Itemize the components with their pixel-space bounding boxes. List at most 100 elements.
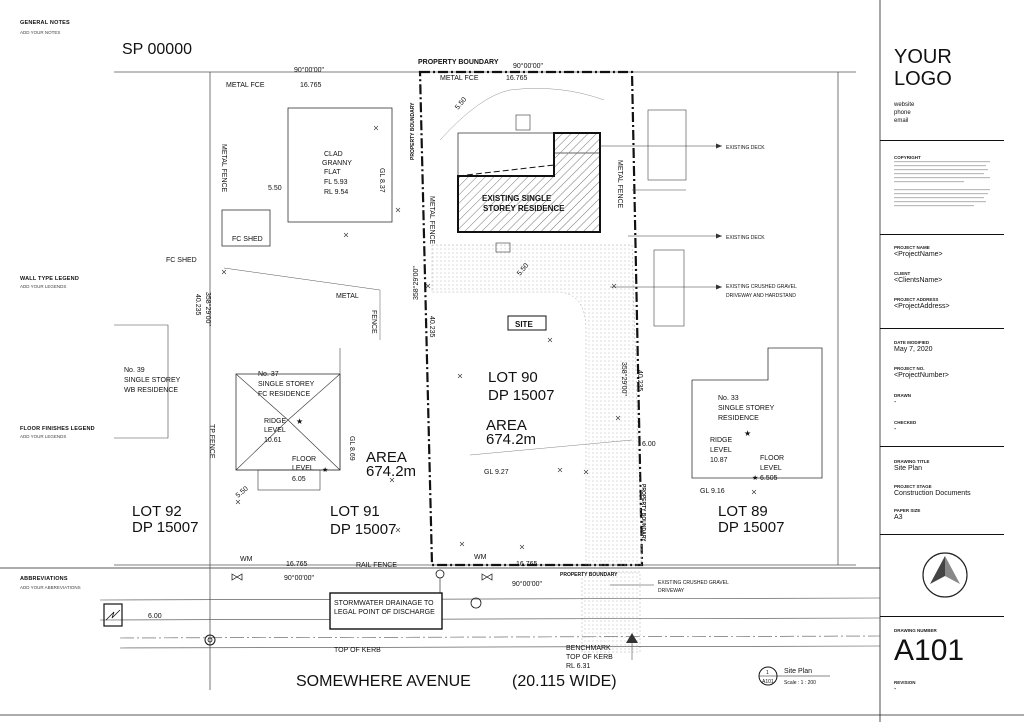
project-name: <ProjectName>: [894, 251, 943, 258]
survey-points: [221, 125, 757, 550]
lot89-label: LOT 89: [718, 503, 768, 520]
gravel-label: EXISTING CRUSHED GRAVEL: [726, 284, 797, 290]
house-37: [235, 373, 341, 471]
street-name: SOMEWHERE AVENUE: [296, 673, 471, 690]
paper-size: A3: [894, 514, 903, 521]
svg-text:TOP OF KERB: TOP OF KERB: [566, 654, 613, 661]
site-label: SITE: [515, 320, 533, 329]
no39-label: No. 39: [124, 367, 145, 374]
tp-fence: TP FENCE: [208, 424, 215, 459]
project-stage: Construction Documents: [894, 490, 971, 497]
property-boundary-bottom: PROPERTY BOUNDARY: [560, 572, 618, 578]
drawing-title: Site Plan: [894, 465, 923, 472]
bottom-dist-left: 16.765: [286, 561, 308, 568]
fc-shed-box: FC SHED: [232, 236, 263, 243]
svg-text:SINGLE STOREY: SINGLE STOREY: [124, 377, 181, 384]
logo-line1: YOUR: [894, 46, 952, 68]
view-scale: Scale : 1 : 200: [784, 680, 816, 686]
power-pole-icon: [204, 634, 216, 646]
phone: phone: [894, 110, 911, 116]
floor-finishes-sub: ADD YOUR LEGENDS: [20, 434, 67, 439]
granny-flat: [287, 107, 393, 223]
copyright-fine-print: [894, 161, 990, 207]
floor-left-label: FLOOR: [292, 456, 316, 463]
project-stage-label: PROJECT STAGE: [894, 484, 932, 489]
client: <ClientsName>: [894, 277, 943, 284]
water-meter-icon: [435, 569, 445, 579]
existing-residence-label: EXISTING SINGLE: [482, 194, 552, 203]
dist-left-vertical: 40.235: [194, 294, 201, 316]
stairs-icon: [495, 242, 511, 253]
gl-916: GL 9.16: [700, 488, 725, 495]
wall-type-title: WALL TYPE LEGEND: [20, 276, 80, 282]
stormwater-label: STORMWATER DRAINAGE TO: [334, 600, 434, 607]
level-550-site-a: 5.50: [454, 96, 468, 111]
no33-label: No. 33: [718, 395, 739, 402]
lot90-label: LOT 90: [488, 369, 538, 386]
top-bearing-site: 90°00'00": [513, 62, 543, 70]
valve-icon: [231, 573, 243, 581]
project-no: <ProjectNumber>: [894, 372, 949, 379]
bottom-bearing-site: 90°00'00": [512, 580, 542, 588]
existing-deck-2: EXISTING DECK: [726, 235, 765, 241]
svg-text:DP 15007: DP 15007: [330, 521, 396, 538]
date-modified: May 7, 2020: [894, 346, 933, 353]
stormwater-callout: [329, 592, 443, 630]
floor-finishes-title: FLOOR FINISHES LEGEND: [20, 426, 95, 432]
street-width: (20.115 WIDE): [512, 673, 617, 690]
project-address-label: PROJECT ADDRESS: [894, 297, 939, 302]
property-boundary-right: PROPERTY BOUNDARY: [640, 484, 646, 542]
website: website: [894, 102, 915, 108]
view-sheet: A101: [762, 679, 774, 685]
checked-label: CHECKED: [894, 420, 917, 425]
existing-deck-1: EXISTING DECK: [726, 145, 765, 151]
road-level-600: 6.00: [148, 613, 162, 620]
svg-text:LEVEL: LEVEL: [264, 427, 286, 434]
bearing-left-vertical: 358°29'00": [204, 292, 212, 326]
copyright-text: [894, 161, 994, 232]
gl-869: GL 8.69: [348, 436, 355, 461]
stairs-icon: [515, 114, 531, 131]
top-of-kerb: TOP OF KERB: [334, 647, 381, 654]
fc-shed: [221, 209, 271, 247]
abbreviations-title: ABBREVIATIONS: [20, 576, 68, 582]
gravel-driveway: [431, 244, 643, 566]
house-33: [691, 347, 823, 479]
bottom-dist-site: 16.765: [516, 561, 538, 568]
email: email: [894, 118, 909, 124]
drawing-number: A101: [894, 634, 965, 667]
property-boundary-left: PROPERTY BOUNDARY: [410, 102, 416, 160]
floor-star-icon: ★: [322, 466, 328, 474]
metal-fence-mid: METAL FENCE: [428, 196, 435, 245]
drawing-number-label: DRAWING NUMBER: [894, 628, 937, 633]
svg-text:674.2m: 674.2m: [366, 463, 416, 480]
view-number: 1: [766, 670, 769, 676]
svg-text:6.505: 6.505: [760, 475, 778, 482]
metal-fence-right: METAL FENCE: [616, 160, 623, 209]
top-dist-left: 16.765: [300, 82, 322, 89]
no37-label: No. 37: [258, 371, 279, 378]
project-address: <ProjectAddress>: [894, 303, 950, 310]
fence-label: FENCE: [370, 310, 377, 334]
logo-line2: LOGO: [894, 68, 952, 90]
client-label: CLIENT: [894, 271, 911, 276]
level-550-lower: 5.50: [235, 485, 250, 499]
svg-text:RL 6.31: RL 6.31: [566, 663, 590, 670]
floor-right-label: FLOOR: [760, 455, 784, 462]
lot91-label: LOT 91: [330, 503, 380, 520]
sp-number: SP 00000: [122, 41, 192, 58]
pit-icon: [103, 603, 123, 627]
dist-site-vertical: 40.235: [428, 316, 435, 338]
svg-text:DP 15007: DP 15007: [132, 519, 198, 536]
ridge-star-icon: ★: [744, 429, 751, 438]
svg-text:LEVEL: LEVEL: [292, 465, 314, 472]
ridge-right-label: RIDGE: [710, 437, 733, 444]
title-block: YOUR LOGO website phone email COPYRIGHT: [880, 40, 1004, 710]
svg-text:10.87: 10.87: [710, 457, 728, 464]
svg-text:DP 15007: DP 15007: [488, 387, 554, 404]
svg-text:RL 9.54: RL 9.54: [324, 189, 348, 196]
top-bearing-left: 90°00'00": [294, 66, 324, 74]
area-left-label: AREA: [366, 449, 407, 466]
svg-text:RESIDENCE: RESIDENCE: [718, 415, 759, 422]
